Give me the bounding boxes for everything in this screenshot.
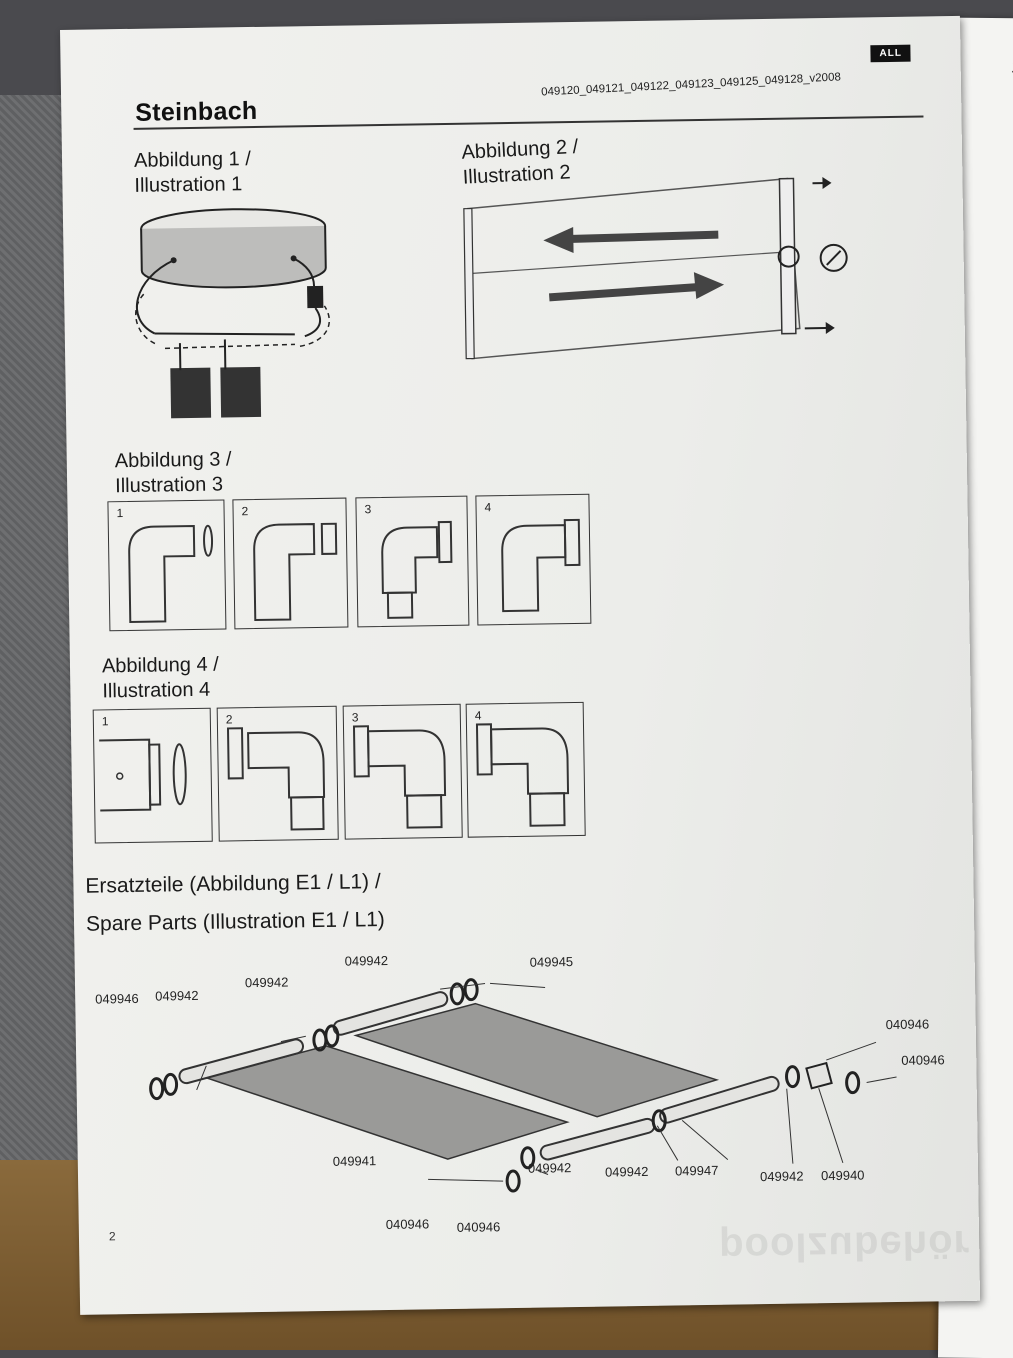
part-label: 049942 [155, 987, 199, 1004]
part-label: 049942 [604, 1163, 649, 1180]
spare-parts-exploded-view [149, 978, 897, 1193]
figure4-step-3: 3 [342, 703, 463, 840]
elbow-fitting-icon [352, 725, 447, 829]
figure4-step-2: 2 [216, 705, 339, 842]
figure3-caption: Abbildung 3 / Illustration 3 [115, 447, 233, 499]
part-label: 040946 [885, 1016, 930, 1033]
pipe-connector-icon [99, 738, 187, 812]
figure3-caption-en: Illustration 3 [114, 473, 224, 498]
page-number: 2 [108, 1229, 116, 1244]
part-label: 040946 [901, 1052, 945, 1068]
brand-logo: Steinbach [135, 96, 258, 127]
part-label: 049946 [95, 990, 139, 1007]
figure1-caption-en: Illustration 1 [134, 173, 243, 197]
part-label: 049942 [244, 974, 289, 991]
manual-page: Steinbach 049120_049121_049122_049123_04… [60, 15, 981, 1315]
part-label: 049941 [332, 1153, 377, 1169]
figure3-step-3: 3 [355, 495, 470, 628]
part-label: 049945 [529, 954, 574, 970]
figure3-caption-de: Abbildung 3 / [114, 448, 232, 473]
part-label: 049940 [820, 1167, 865, 1184]
figure1-pool-diagram [135, 208, 330, 420]
figure4-caption-en: Illustration 4 [102, 678, 211, 703]
part-label: 040946 [385, 1216, 430, 1233]
figure1-caption-de: Abbildung 1 / [133, 148, 251, 172]
figure4-step-1: 1 [92, 707, 213, 844]
spare-parts-caption-en: Spare Parts (Illustration E1 / L1) [85, 908, 386, 936]
figure4-step-4: 4 [465, 701, 586, 838]
elbow-fitting-icon [128, 524, 214, 623]
spare-parts-caption: Ersatzteile (Abbildung E1 / L1) / Spare … [85, 863, 385, 944]
figure1-caption: Abbildung 1 / Illustration 1 [134, 147, 252, 199]
part-label: 049947 [674, 1162, 719, 1179]
part-label: 040946 [456, 1219, 501, 1235]
figure3-step-2: 2 [232, 497, 349, 630]
language-badge: ALL [870, 44, 912, 63]
elbow-fitting-icon [226, 727, 326, 831]
spare-parts-caption-de: Ersatzteile (Abbildung E1 / L1) / [85, 870, 381, 898]
figure2-flow-diagram [463, 177, 848, 360]
figure3-step-4: 4 [475, 493, 592, 626]
elbow-fitting-icon [475, 723, 570, 827]
elbow-fitting-icon [381, 520, 453, 619]
elbow-fitting-icon [253, 522, 338, 622]
part-label: 049942 [759, 1168, 804, 1185]
figure4-caption: Abbildung 4 / Illustration 4 [102, 653, 220, 705]
part-label: 049942 [344, 952, 389, 969]
watermark: poolzubehör [718, 1221, 971, 1270]
elbow-fitting-icon [501, 518, 581, 613]
figure4-caption-de: Abbildung 4 / [101, 653, 219, 678]
part-label: 049942 [527, 1160, 572, 1176]
figure3-step-1: 1 [107, 499, 227, 632]
document-number: 049120_049121_049122_049123_049125_04912… [540, 71, 842, 99]
